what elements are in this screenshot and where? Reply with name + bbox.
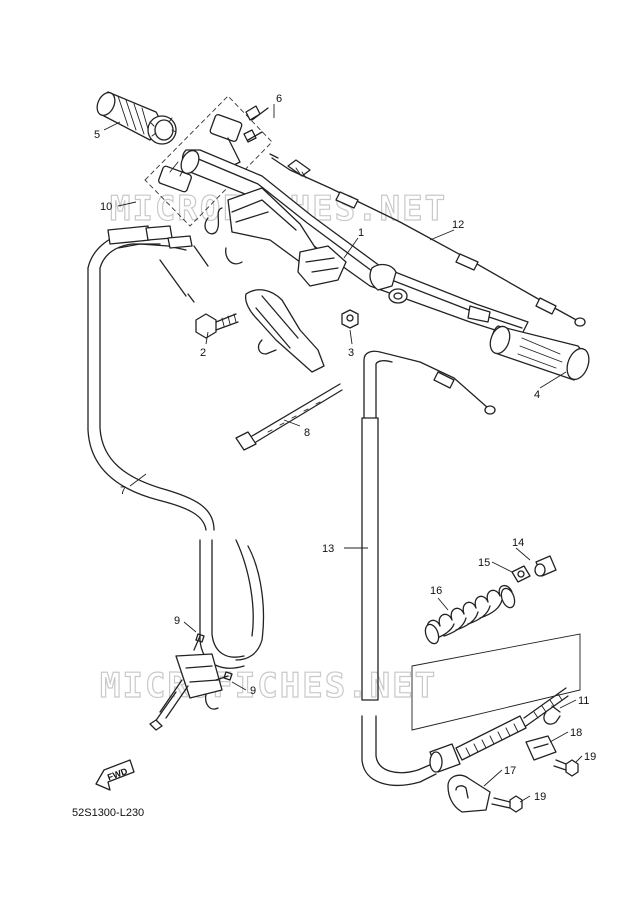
nut-3 xyxy=(341,309,359,329)
cable-12 xyxy=(269,153,586,327)
callout-7: 7 xyxy=(120,485,126,497)
callout-19a: 19 xyxy=(584,751,596,763)
callout-12: 12 xyxy=(452,219,464,231)
callout-9b: 9 xyxy=(250,685,256,697)
bolt-2 xyxy=(195,313,239,339)
bracket-18 xyxy=(525,735,557,761)
callout-5: 5 xyxy=(94,129,100,141)
cable-7 xyxy=(87,225,265,669)
callout-15: 15 xyxy=(478,557,490,569)
callout-4: 4 xyxy=(534,389,540,401)
callout-8: 8 xyxy=(304,427,310,439)
callout-6: 6 xyxy=(276,93,282,105)
handlebar xyxy=(180,149,529,373)
clip-11 xyxy=(543,705,561,725)
callout-18: 18 xyxy=(570,727,582,739)
left-grip xyxy=(96,91,177,145)
cap-14 xyxy=(534,555,557,577)
callouts: 1 2 3 4 5 6 7 8 9 9 10 11 12 13 14 15 16… xyxy=(94,93,596,803)
holder-17 xyxy=(447,774,491,813)
callout-11: 11 xyxy=(578,695,589,707)
leader-lines xyxy=(103,104,583,803)
callout-2: 2 xyxy=(200,347,206,359)
cable-tie-8 xyxy=(235,383,343,451)
bolt-19-lower xyxy=(491,795,523,813)
spring-16 xyxy=(424,585,516,645)
forward-arrow-icon: FWD xyxy=(95,759,135,791)
callout-3: 3 xyxy=(348,347,354,359)
callout-14: 14 xyxy=(512,537,524,549)
cable-13 xyxy=(361,350,569,786)
callout-10: 10 xyxy=(100,201,112,213)
spring-box xyxy=(411,633,581,731)
lower-fitting xyxy=(149,633,233,731)
right-grip xyxy=(489,325,590,381)
bolt-19-upper xyxy=(553,759,579,777)
callout-19b: 19 xyxy=(534,791,546,803)
callout-13: 13 xyxy=(322,543,334,555)
watermark-bottom: MICROFICHES.NET xyxy=(100,666,437,706)
diagram-code: 52S1300-L230 xyxy=(72,807,144,819)
collar-15 xyxy=(511,565,531,583)
switch-assembly-box xyxy=(144,95,273,227)
callout-17: 17 xyxy=(504,765,516,777)
callout-9a: 9 xyxy=(174,615,180,627)
callout-1: 1 xyxy=(358,227,364,239)
callout-16: 16 xyxy=(430,585,442,597)
